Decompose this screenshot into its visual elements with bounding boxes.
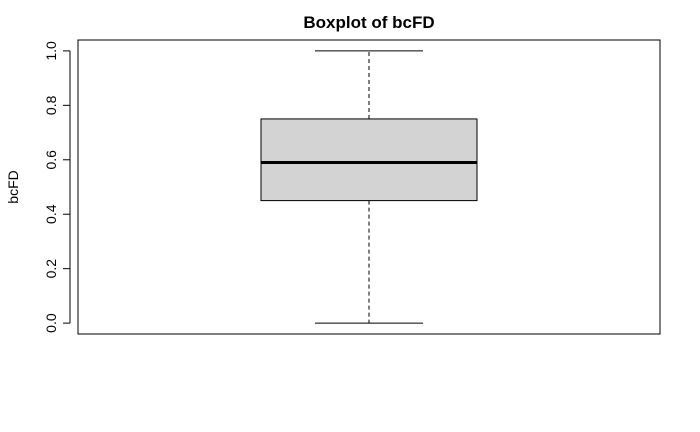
y-tick-label: 0.6 <box>43 150 59 170</box>
y-axis-label: bcFD <box>5 170 21 203</box>
boxplot <box>260 50 478 324</box>
y-tick-label: 1.0 <box>43 41 59 61</box>
y-axis: 0.0 0.2 0.4 0.6 0.8 1.0 <box>43 41 71 333</box>
y-tick-label: 0.0 <box>43 313 59 333</box>
y-tick-label: 0.8 <box>43 95 59 115</box>
y-tick-label: 0.4 <box>43 204 59 224</box>
plot-area-frame <box>77 39 661 335</box>
y-tick-label: 0.2 <box>43 259 59 279</box>
chart-title: Boxplot of bcFD <box>303 13 434 32</box>
iqr-box <box>260 118 478 202</box>
